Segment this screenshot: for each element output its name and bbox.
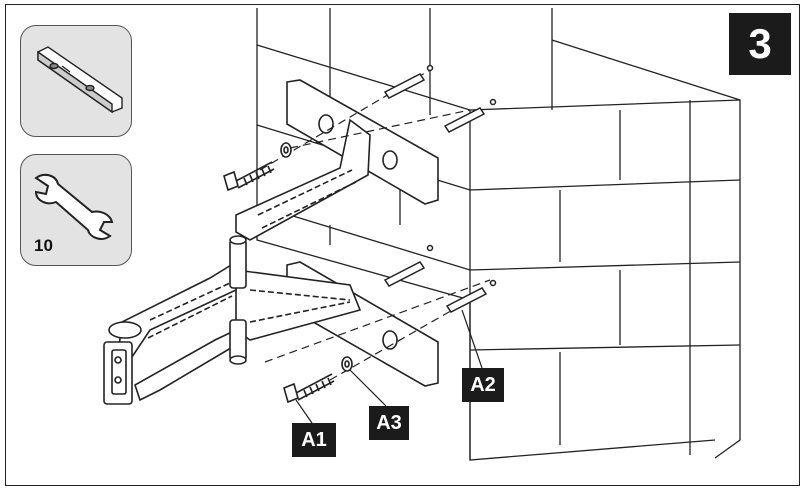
screw-a1-upper [223,161,275,192]
callout-a1: A1 [292,423,336,457]
tv-bracket [103,321,142,405]
screw-a1-lower [283,373,335,404]
wall-plug-a2 [383,64,497,313]
callout-a3: A3 [369,406,409,440]
wrench-icon [34,173,114,240]
swing-arm-upper [235,118,371,241]
callout-a2: A2 [462,368,504,402]
spirit-level-icon [37,46,123,114]
washer-a3 [280,142,353,372]
wrench-size-label: 10 [34,236,53,255]
step-number-badge: 3 [729,13,791,75]
callout-leaders [295,309,483,424]
swing-arm-middle [235,269,362,341]
hinge-post [229,235,247,365]
